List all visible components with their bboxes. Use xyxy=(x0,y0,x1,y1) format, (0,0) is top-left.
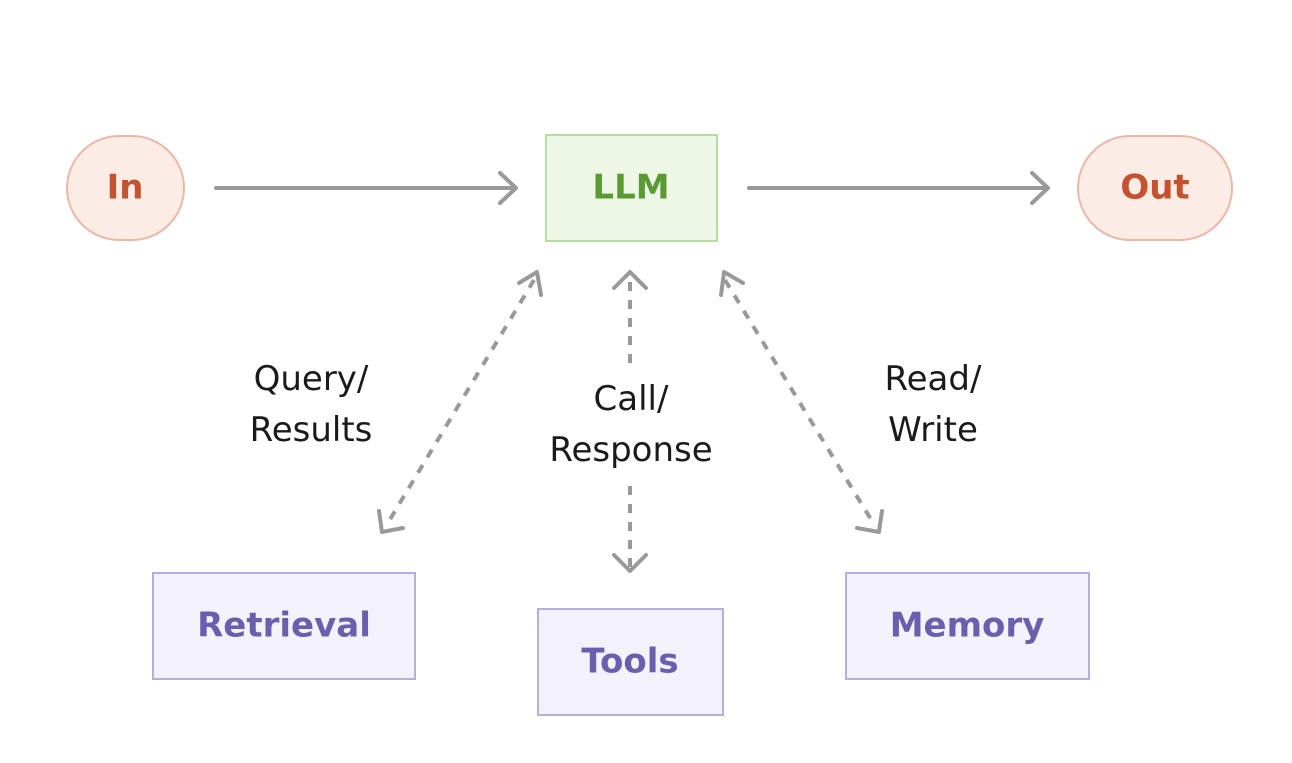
edge-label-query-results: Query/ Results xyxy=(250,359,373,450)
edge-label-read-write: Read/ Write xyxy=(885,359,982,450)
input-node-label: In xyxy=(107,168,144,208)
llm-node-label: LLM xyxy=(592,168,669,208)
llm-node: LLM xyxy=(545,134,718,242)
retrieval-node-label: Retrieval xyxy=(197,606,371,646)
tools-node-label: Tools xyxy=(581,642,678,682)
input-node: In xyxy=(66,135,185,241)
dashed-arrow-llm-retrieval xyxy=(377,270,543,534)
memory-node-label: Memory xyxy=(890,606,1045,646)
flow-arrow-llm-to-out xyxy=(747,171,1050,205)
edge-label-call: Call/ xyxy=(594,379,669,419)
dashed-arrow-llm-memory xyxy=(719,270,884,534)
edge-label-call-response: Call/ Response xyxy=(549,379,712,470)
edge-label-query: Query/ xyxy=(254,359,369,399)
output-node-label: Out xyxy=(1120,168,1189,208)
edge-label-write: Write xyxy=(888,410,978,450)
edge-label-response: Response xyxy=(549,430,712,470)
retrieval-node: Retrieval xyxy=(152,572,416,680)
dashed-arrow-llm-tools xyxy=(612,270,648,573)
memory-node: Memory xyxy=(845,572,1090,680)
output-node: Out xyxy=(1077,135,1233,241)
edge-label-read: Read/ xyxy=(885,359,982,399)
flow-arrow-in-to-llm xyxy=(214,171,518,205)
edge-label-results: Results xyxy=(250,410,373,450)
tools-node: Tools xyxy=(537,608,724,716)
